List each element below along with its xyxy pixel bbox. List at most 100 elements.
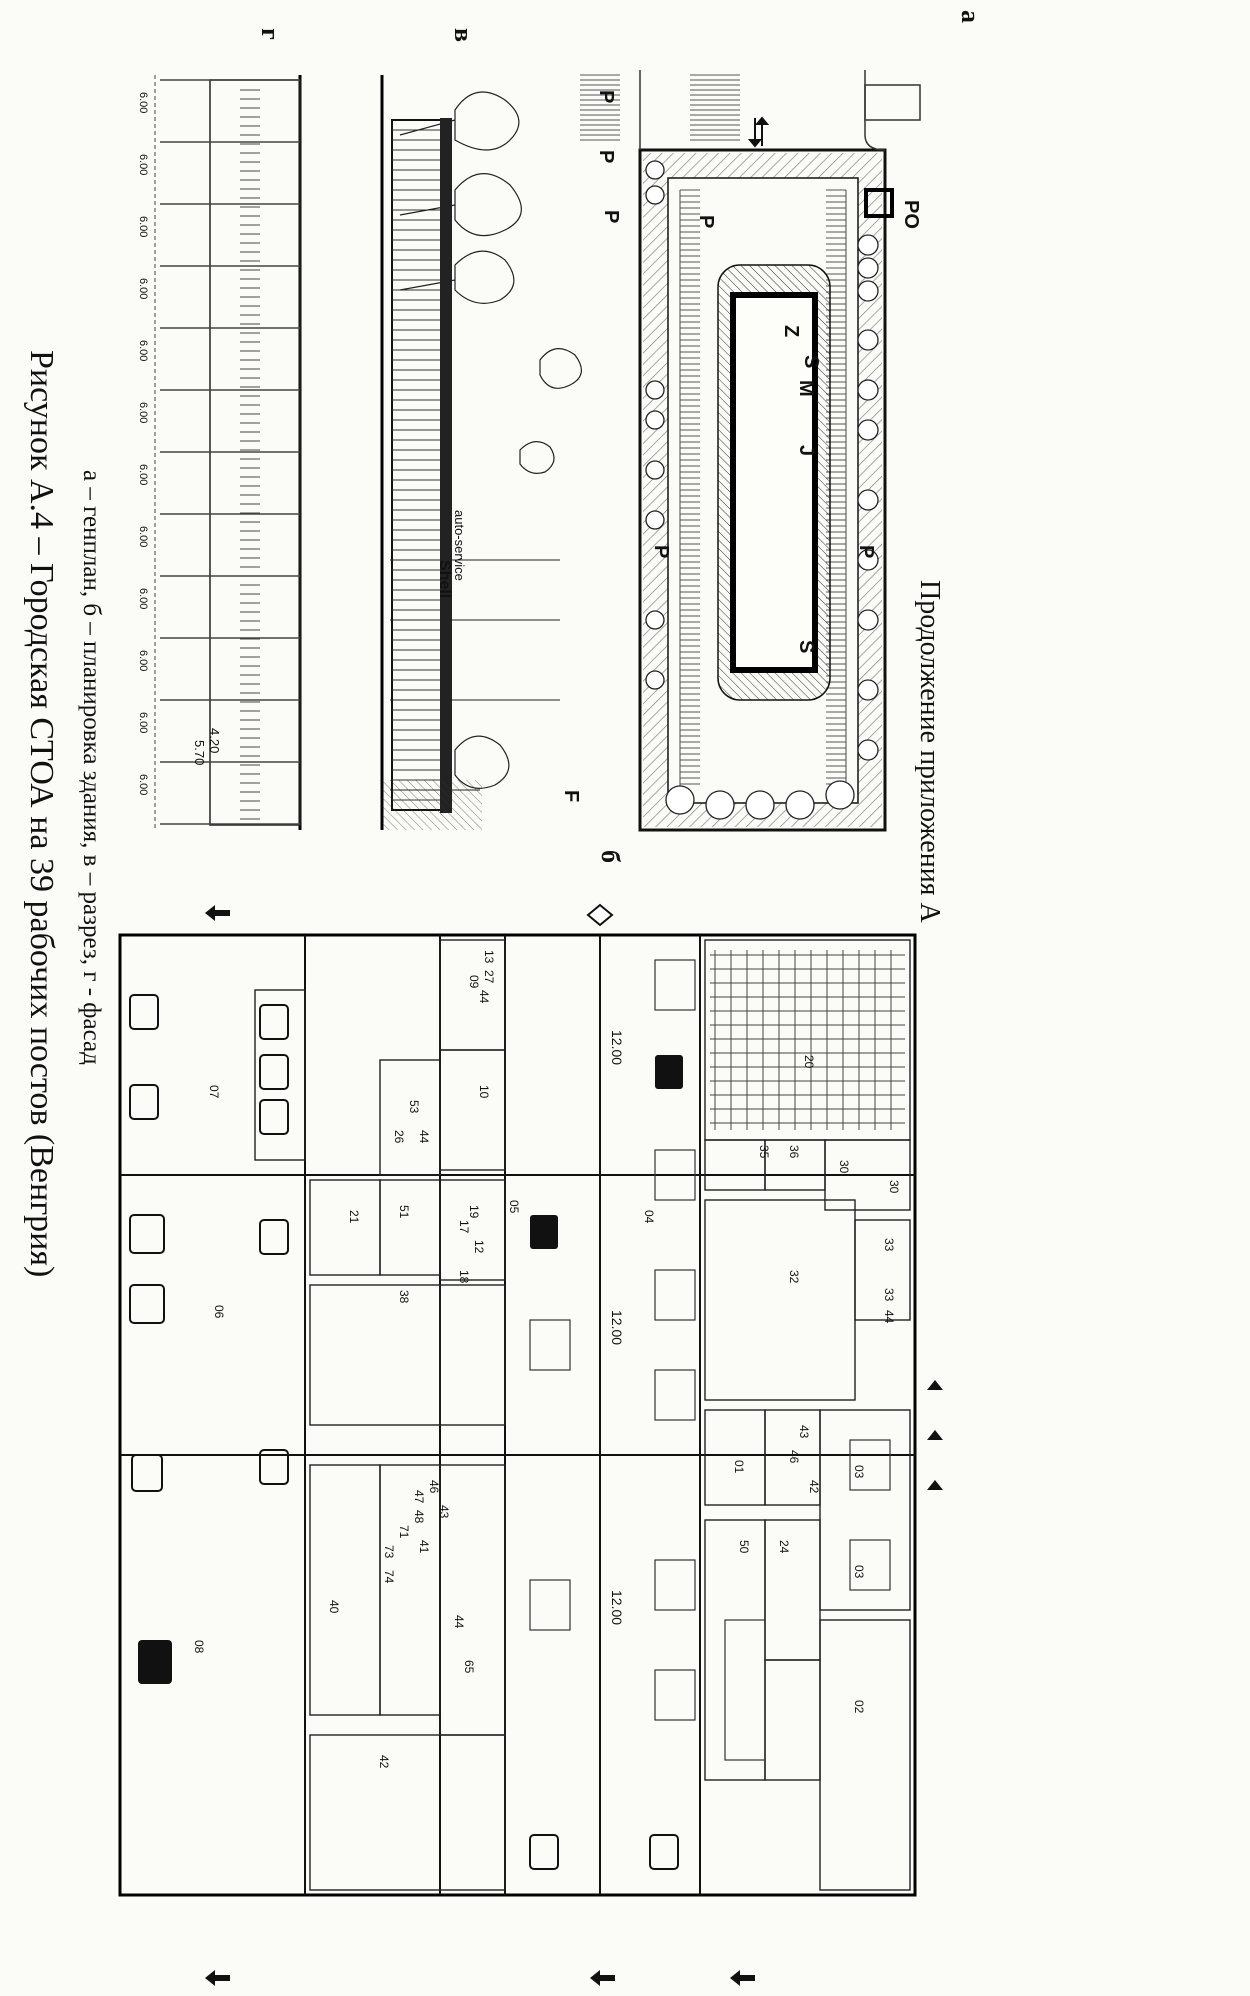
- room-number: 44: [452, 1615, 466, 1629]
- room-number: 46: [427, 1480, 441, 1494]
- room-number: 35: [757, 1145, 771, 1159]
- room-number: 09: [467, 975, 481, 989]
- zone-label: F: [560, 790, 582, 802]
- part-label-b: б: [596, 850, 625, 863]
- room-number: 33: [882, 1238, 896, 1252]
- room-number: 53: [407, 1100, 421, 1114]
- room-number: 71: [397, 1525, 411, 1539]
- section-drawing: [380, 75, 582, 830]
- room-number: 08: [192, 1640, 206, 1654]
- room-number: 65: [462, 1660, 476, 1674]
- grid-dimension: 12.00: [609, 1590, 625, 1625]
- figure-caption: Рисунок А.4 – Городская СТОА на 39 рабоч…: [23, 350, 60, 1278]
- room-number: 26: [392, 1130, 406, 1144]
- room-number: 18: [457, 1270, 471, 1284]
- room-number: 51: [397, 1205, 411, 1219]
- room-number: 50: [737, 1540, 751, 1554]
- part-label-v: в: [449, 28, 478, 43]
- room-number: 19: [467, 1205, 481, 1219]
- room-number: 10: [477, 1085, 491, 1099]
- room-number: 03: [852, 1565, 866, 1579]
- room-number: 30: [837, 1160, 851, 1174]
- room-number: 13: [482, 950, 496, 964]
- room-number: 46: [787, 1450, 801, 1464]
- room-number: 41: [417, 1540, 431, 1554]
- canopy-roof: [440, 118, 452, 813]
- zone-label: S: [800, 355, 822, 368]
- room-number: 12: [472, 1240, 486, 1254]
- zone-label: P: [595, 90, 617, 103]
- room-number: 04: [642, 1210, 656, 1224]
- entrance-arrows: [205, 905, 943, 1986]
- sign-text: auto-service: [452, 510, 467, 581]
- room-number: 40: [327, 1600, 341, 1614]
- zone-label: P: [595, 150, 617, 163]
- facade-dimension: 6.00: [137, 774, 149, 795]
- room-number: 33: [882, 1288, 896, 1302]
- po-box: [864, 188, 894, 218]
- zone-label: J: [795, 445, 817, 456]
- zone-label: PO: [900, 200, 922, 229]
- facade-dimension: 6.00: [137, 712, 149, 733]
- facade-dimension: 6.00: [137, 650, 149, 671]
- canopy-structure: [391, 119, 448, 811]
- room-number: 30: [887, 1180, 901, 1194]
- room-number: 17: [457, 1220, 471, 1234]
- room-number: 44: [477, 990, 491, 1004]
- room-number: 42: [807, 1480, 821, 1494]
- room-number: 42: [377, 1755, 391, 1769]
- facade-dimension: 6.00: [137, 278, 149, 299]
- facade-extra-dim: 5.70: [192, 740, 207, 765]
- part-label-a: а: [956, 10, 985, 23]
- room-number: 47: [412, 1490, 426, 1504]
- facade-dimension: 6.00: [137, 464, 149, 485]
- facade-dimension: 6.00: [137, 216, 149, 237]
- grid-dimension: 12.00: [609, 1310, 625, 1345]
- traffic-arrows: [747, 116, 770, 148]
- site-plan: [580, 70, 921, 832]
- part-label-g: г: [256, 28, 285, 40]
- car-symbols: [129, 994, 679, 1870]
- site-boundary: [638, 148, 887, 832]
- room-number: 32: [787, 1270, 801, 1284]
- access-road: [639, 70, 921, 151]
- floor-plan: 12.00 12.00 12.00 20 35 36 30 30 32 33 33 44 01 43 46…: [118, 903, 943, 1986]
- zone-label: P: [695, 215, 717, 228]
- room-number: 21: [347, 1210, 361, 1224]
- facade-dimension: 6.00: [137, 588, 149, 609]
- grid-dimension: 12.00: [609, 1030, 625, 1065]
- room-number: 06: [212, 1305, 226, 1319]
- building-footprint: [730, 292, 818, 673]
- room-number: 20: [802, 1055, 816, 1069]
- room-number: 44: [882, 1310, 896, 1324]
- room-number: 36: [787, 1145, 801, 1159]
- room-number: 73: [382, 1545, 396, 1559]
- zone-label: S: [795, 640, 817, 653]
- facade-dimension: 6.00: [137, 526, 149, 547]
- room-number: 27: [482, 970, 496, 984]
- dark-car: [138, 1640, 172, 1684]
- sign-text: Shell: [436, 560, 453, 598]
- room-number: 07: [207, 1085, 221, 1099]
- zone-label: M: [795, 380, 817, 397]
- facade-drawing: 6.00 6.00 6.00 6.00 6.00 6.00 6.00 6.00 6.00 6.00…: [137, 75, 302, 830]
- zone-label: P: [600, 210, 622, 223]
- room-number: 01: [732, 1460, 746, 1474]
- room-number: 74: [382, 1570, 396, 1584]
- zone-label: Z: [780, 325, 802, 337]
- room-partitions: [254, 939, 911, 1891]
- facade-dimension: 6.00: [137, 402, 149, 423]
- facade-dimension: 6.00: [137, 154, 149, 175]
- page-heading: Продолжение приложения А: [914, 580, 945, 923]
- plan-outline: [118, 933, 917, 1897]
- facade-dimension: 6.00: [137, 92, 149, 113]
- room-number: 38: [397, 1290, 411, 1304]
- room-number: 03: [852, 1465, 866, 1479]
- figure-legend: а – генплан, б – планировка здания, в – …: [78, 470, 105, 1065]
- facade-extra-dim: 4.20: [207, 728, 222, 753]
- room-number: 43: [797, 1425, 811, 1439]
- tree-row-top: [665, 234, 879, 820]
- facade-dimension: 6.00: [137, 340, 149, 361]
